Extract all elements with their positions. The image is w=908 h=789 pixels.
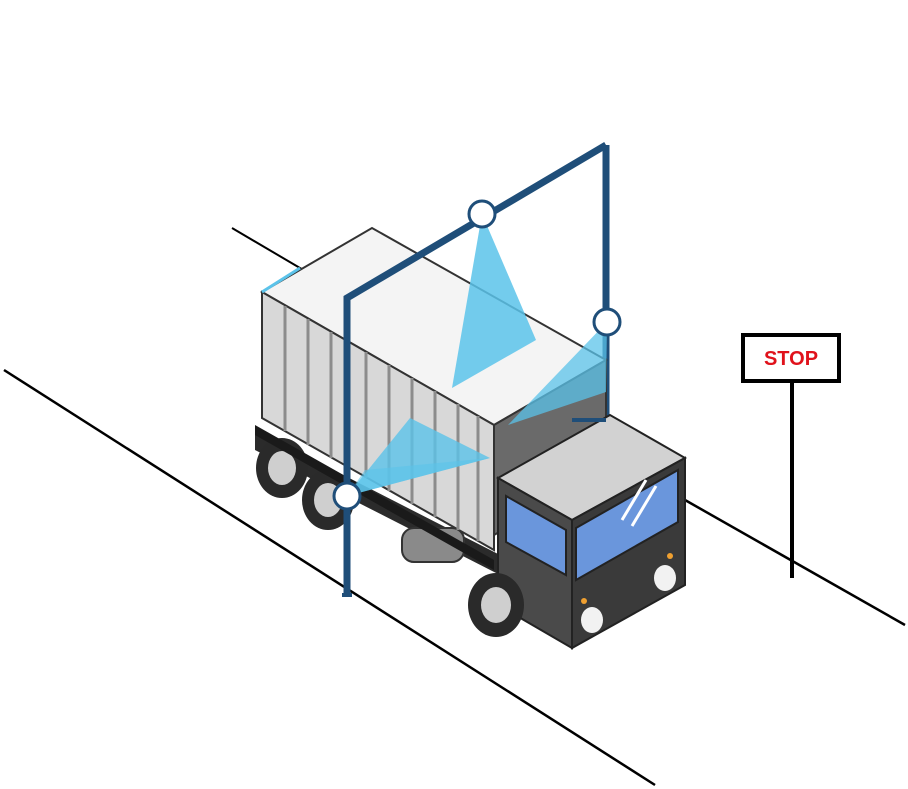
road-edge-right	[684, 498, 906, 627]
scan-beams	[347, 214, 607, 496]
front-wheel	[468, 573, 524, 637]
scan-beam-side-left-lower	[347, 458, 490, 496]
stop-sign-icon: STOP	[741, 333, 841, 578]
cab-side-window	[505, 494, 567, 577]
headlight-right	[654, 565, 676, 591]
container-truck-icon	[255, 226, 688, 650]
sensors	[332, 199, 622, 511]
container-rail	[255, 425, 494, 570]
road-edge-left	[3, 368, 656, 787]
scan-beam-side-right	[508, 322, 607, 425]
sensor-node-icon	[467, 199, 497, 229]
scan-beam-top	[452, 214, 536, 388]
sensor-node-icon	[332, 481, 362, 511]
windshield	[575, 468, 679, 582]
indicator-light-right	[667, 553, 673, 559]
road-edge-back	[231, 227, 301, 269]
indicator-light-left	[581, 598, 587, 604]
container-ribs	[283, 306, 480, 541]
headlight-left	[581, 607, 603, 633]
gantry-beam-edge	[261, 266, 301, 294]
stop-sign-label: STOP	[764, 348, 818, 370]
sensor-node-icon	[592, 307, 622, 337]
stop-sign-board	[741, 333, 841, 383]
